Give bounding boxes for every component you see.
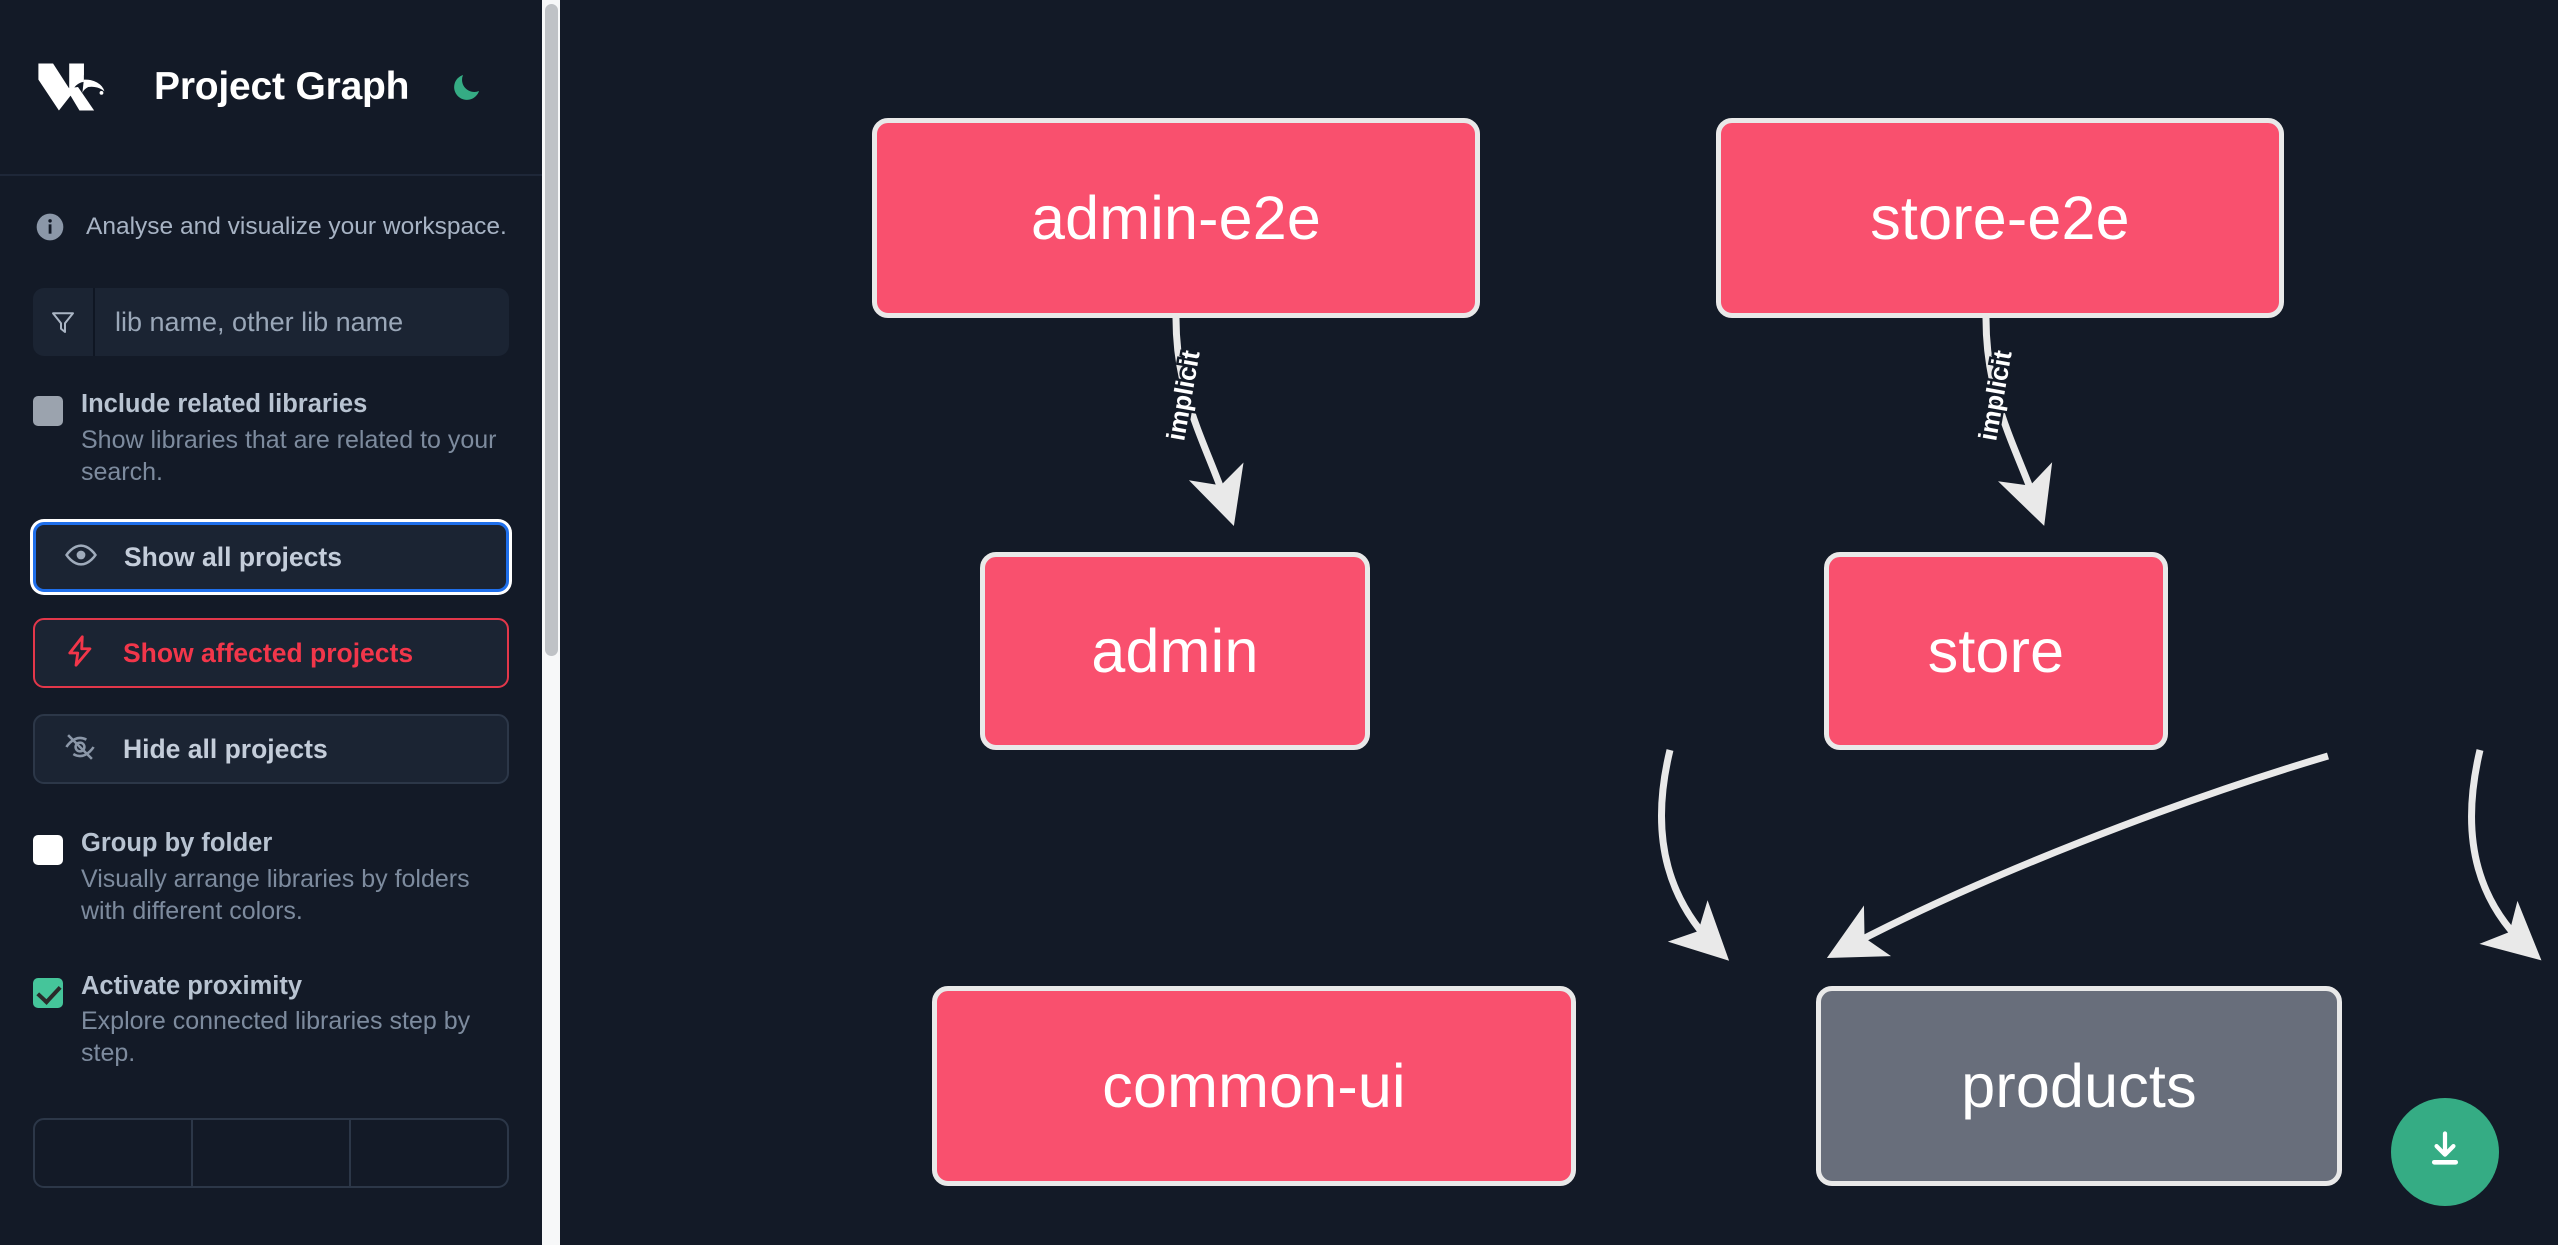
graph-node-products[interactable]: products — [1816, 986, 2342, 1186]
hide-all-projects-button[interactable]: Hide all projects — [33, 714, 509, 785]
group-by-folder-label: Group by folder — [81, 829, 273, 858]
group-by-folder-checkbox[interactable] — [33, 835, 63, 866]
download-image-button[interactable] — [2391, 1098, 2499, 1206]
graph-node-admin-e2e[interactable]: admin-e2e — [872, 118, 1480, 318]
sidebar-header: Project Graph — [0, 0, 542, 176]
graph-node-label: store — [1927, 617, 2065, 685]
checkbox-include-related-libraries[interactable]: Include related libraries Show libraries… — [33, 391, 509, 488]
activate-proximity-description: Explore connected libraries step by step… — [81, 1007, 471, 1068]
proximity-step-option-2[interactable] — [193, 1119, 351, 1186]
activate-proximity-label: Activate proximity — [81, 971, 303, 1000]
include-related-libraries-checkbox[interactable] — [33, 396, 63, 426]
graph-node-admin[interactable]: admin — [980, 552, 1370, 750]
show-all-projects-button[interactable]: Show all projects — [33, 522, 509, 593]
info-icon — [34, 211, 66, 243]
graph-node-common-ui[interactable]: common-ui — [932, 986, 1576, 1186]
show-all-projects-label: Show all projects — [124, 541, 342, 572]
graph-node-label: admin-e2e — [1030, 184, 1322, 252]
nx-logo-icon — [34, 56, 122, 118]
group-by-folder-description: Visually arrange libraries by folders wi… — [81, 865, 470, 925]
graph-node-label: store-e2e — [1870, 184, 2130, 252]
download-icon — [2422, 1127, 2468, 1178]
search-field[interactable] — [33, 288, 509, 356]
checkbox-group-by-folder[interactable]: Group by folder Visually arrange librari… — [33, 830, 509, 927]
sidebar-scroll-area: Project Graph Analyse and visualize your… — [0, 0, 542, 1245]
moon-icon[interactable] — [445, 65, 489, 109]
workspace-note: Analyse and visualize your workspace. — [0, 176, 542, 246]
activate-proximity-checkbox[interactable] — [33, 977, 63, 1008]
include-related-libraries-description: Show libraries that are related to your … — [81, 425, 497, 486]
show-affected-projects-button[interactable]: Show affected projects — [33, 618, 509, 689]
filter-icon — [33, 288, 95, 356]
sidebar-scrollbar[interactable] — [542, 0, 560, 1245]
eye-icon — [64, 538, 98, 577]
eye-off-icon — [63, 730, 97, 769]
page-title: Project Graph — [154, 65, 410, 108]
search-input[interactable] — [95, 288, 509, 356]
include-related-libraries-label: Include related libraries — [81, 390, 368, 418]
graph-node-store[interactable]: store — [1824, 552, 2168, 750]
sidebar: Project Graph Analyse and visualize your… — [0, 0, 560, 1245]
proximity-step-option-3[interactable] — [351, 1120, 507, 1186]
graph-node-label: admin — [1091, 617, 1259, 685]
proximity-step-option-1[interactable] — [35, 1119, 193, 1186]
sidebar-body: Include related libraries Show libraries… — [0, 288, 542, 1188]
show-affected-projects-label: Show affected projects — [123, 637, 414, 668]
lightning-icon — [63, 634, 97, 673]
checkbox-activate-proximity[interactable]: Activate proximity Explore connected lib… — [33, 971, 509, 1070]
sidebar-scrollbar-thumb[interactable] — [545, 4, 558, 656]
hide-all-projects-label: Hide all projects — [123, 733, 328, 764]
graph-node-label: common-ui — [1102, 1052, 1406, 1120]
proximity-step-button-group[interactable] — [33, 1117, 509, 1188]
workspace-note-text: Analyse and visualize your workspace. — [86, 213, 507, 240]
graph-edges — [1172, 317, 2542, 961]
graph-node-store-e2e[interactable]: store-e2e — [1716, 118, 2284, 318]
graph-node-label: products — [1961, 1052, 2197, 1120]
graph-canvas[interactable]: admin-e2e store-e2e admin store common-u… — [560, 0, 2558, 1245]
